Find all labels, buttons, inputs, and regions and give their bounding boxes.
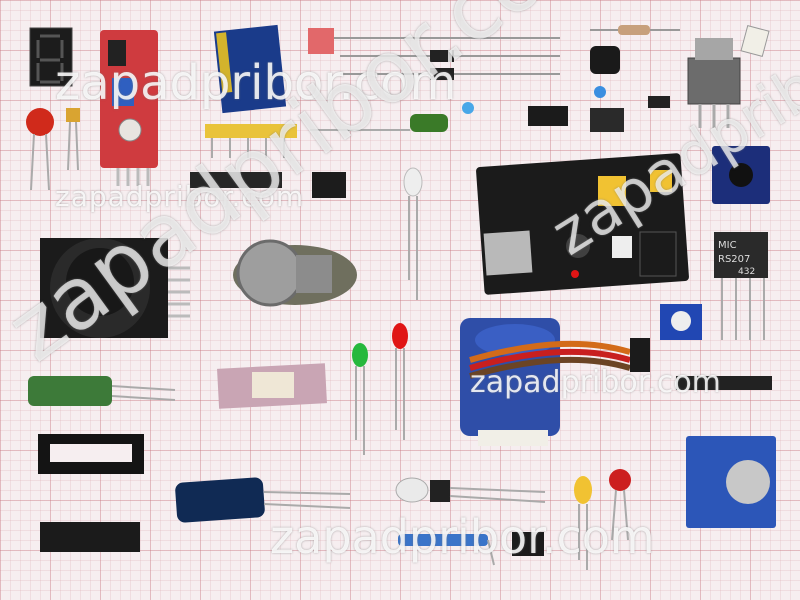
- optocoupler: [512, 532, 544, 556]
- inductor: [590, 46, 620, 74]
- red-led: [392, 323, 408, 440]
- pin-header-strip: [676, 376, 772, 390]
- electrolytic-capacitor: [175, 477, 351, 523]
- pressure-sensor-module: [213, 24, 287, 114]
- resistor-network: [205, 124, 297, 158]
- servo-motor: [460, 318, 650, 446]
- resistor: [590, 25, 680, 35]
- bridge-model-text: RS207: [718, 254, 750, 265]
- green-film-capacitor: [310, 114, 448, 132]
- small-red-capacitor: [609, 469, 631, 541]
- green-led: [352, 343, 368, 455]
- yellow-led: [574, 476, 592, 570]
- green-electrolytic-capacitor: [28, 376, 176, 406]
- thermostat: [233, 239, 357, 307]
- blue-breakout-module: [712, 146, 770, 204]
- blue-resistor: [398, 534, 495, 566]
- diodes: [340, 50, 560, 80]
- voltage-regulator: [687, 38, 741, 128]
- joystick-module: [40, 238, 190, 338]
- clear-led: [403, 167, 423, 300]
- ir-led: [395, 477, 546, 503]
- dip-socket: [38, 434, 144, 474]
- seven-segment-display: [29, 27, 73, 87]
- smd-chip: [528, 96, 670, 132]
- ceramic-ic: [217, 363, 327, 409]
- film-capacitor: [308, 28, 560, 54]
- breadboard-power-supply: [476, 153, 689, 295]
- trimmer-potentiometer: [660, 304, 702, 340]
- bridge-rectifier: MIC RS207 432: [714, 232, 768, 340]
- ceramic-capacitor-red: [26, 108, 54, 191]
- bridge-brand-text: MIC: [718, 240, 737, 251]
- bridge-code-text: 432: [738, 267, 755, 277]
- soic-chip: [312, 172, 346, 198]
- sip-resistor-array: [190, 172, 282, 188]
- red-sensor-module: [100, 30, 158, 186]
- touch-sensor-module: [686, 436, 776, 528]
- tantalum-capacitor: [66, 108, 80, 171]
- blue-led-small: [462, 86, 606, 114]
- crystal-oscillator: [740, 24, 770, 58]
- dip-ic: [40, 522, 140, 552]
